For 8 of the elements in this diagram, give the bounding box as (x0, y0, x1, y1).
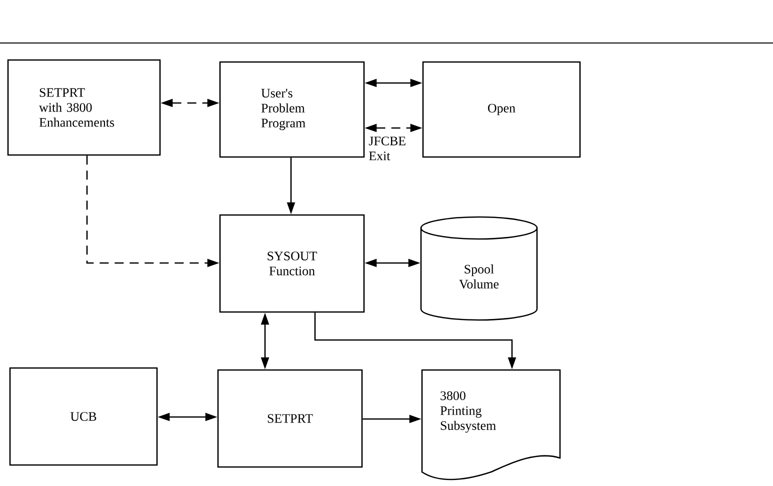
process-box: SETPRT (217, 369, 363, 468)
process-box: Open (422, 61, 581, 158)
process-box: SYSOUT Function (219, 214, 365, 313)
process-box: UCB (9, 367, 158, 466)
process-box: SETPRT with 3800 Enhancements (7, 59, 161, 156)
storage-cylinder: Spool Volume (420, 216, 538, 321)
edge-label: JFCBE Exit (368, 136, 408, 162)
process-box: User's Problem Program (219, 61, 365, 158)
